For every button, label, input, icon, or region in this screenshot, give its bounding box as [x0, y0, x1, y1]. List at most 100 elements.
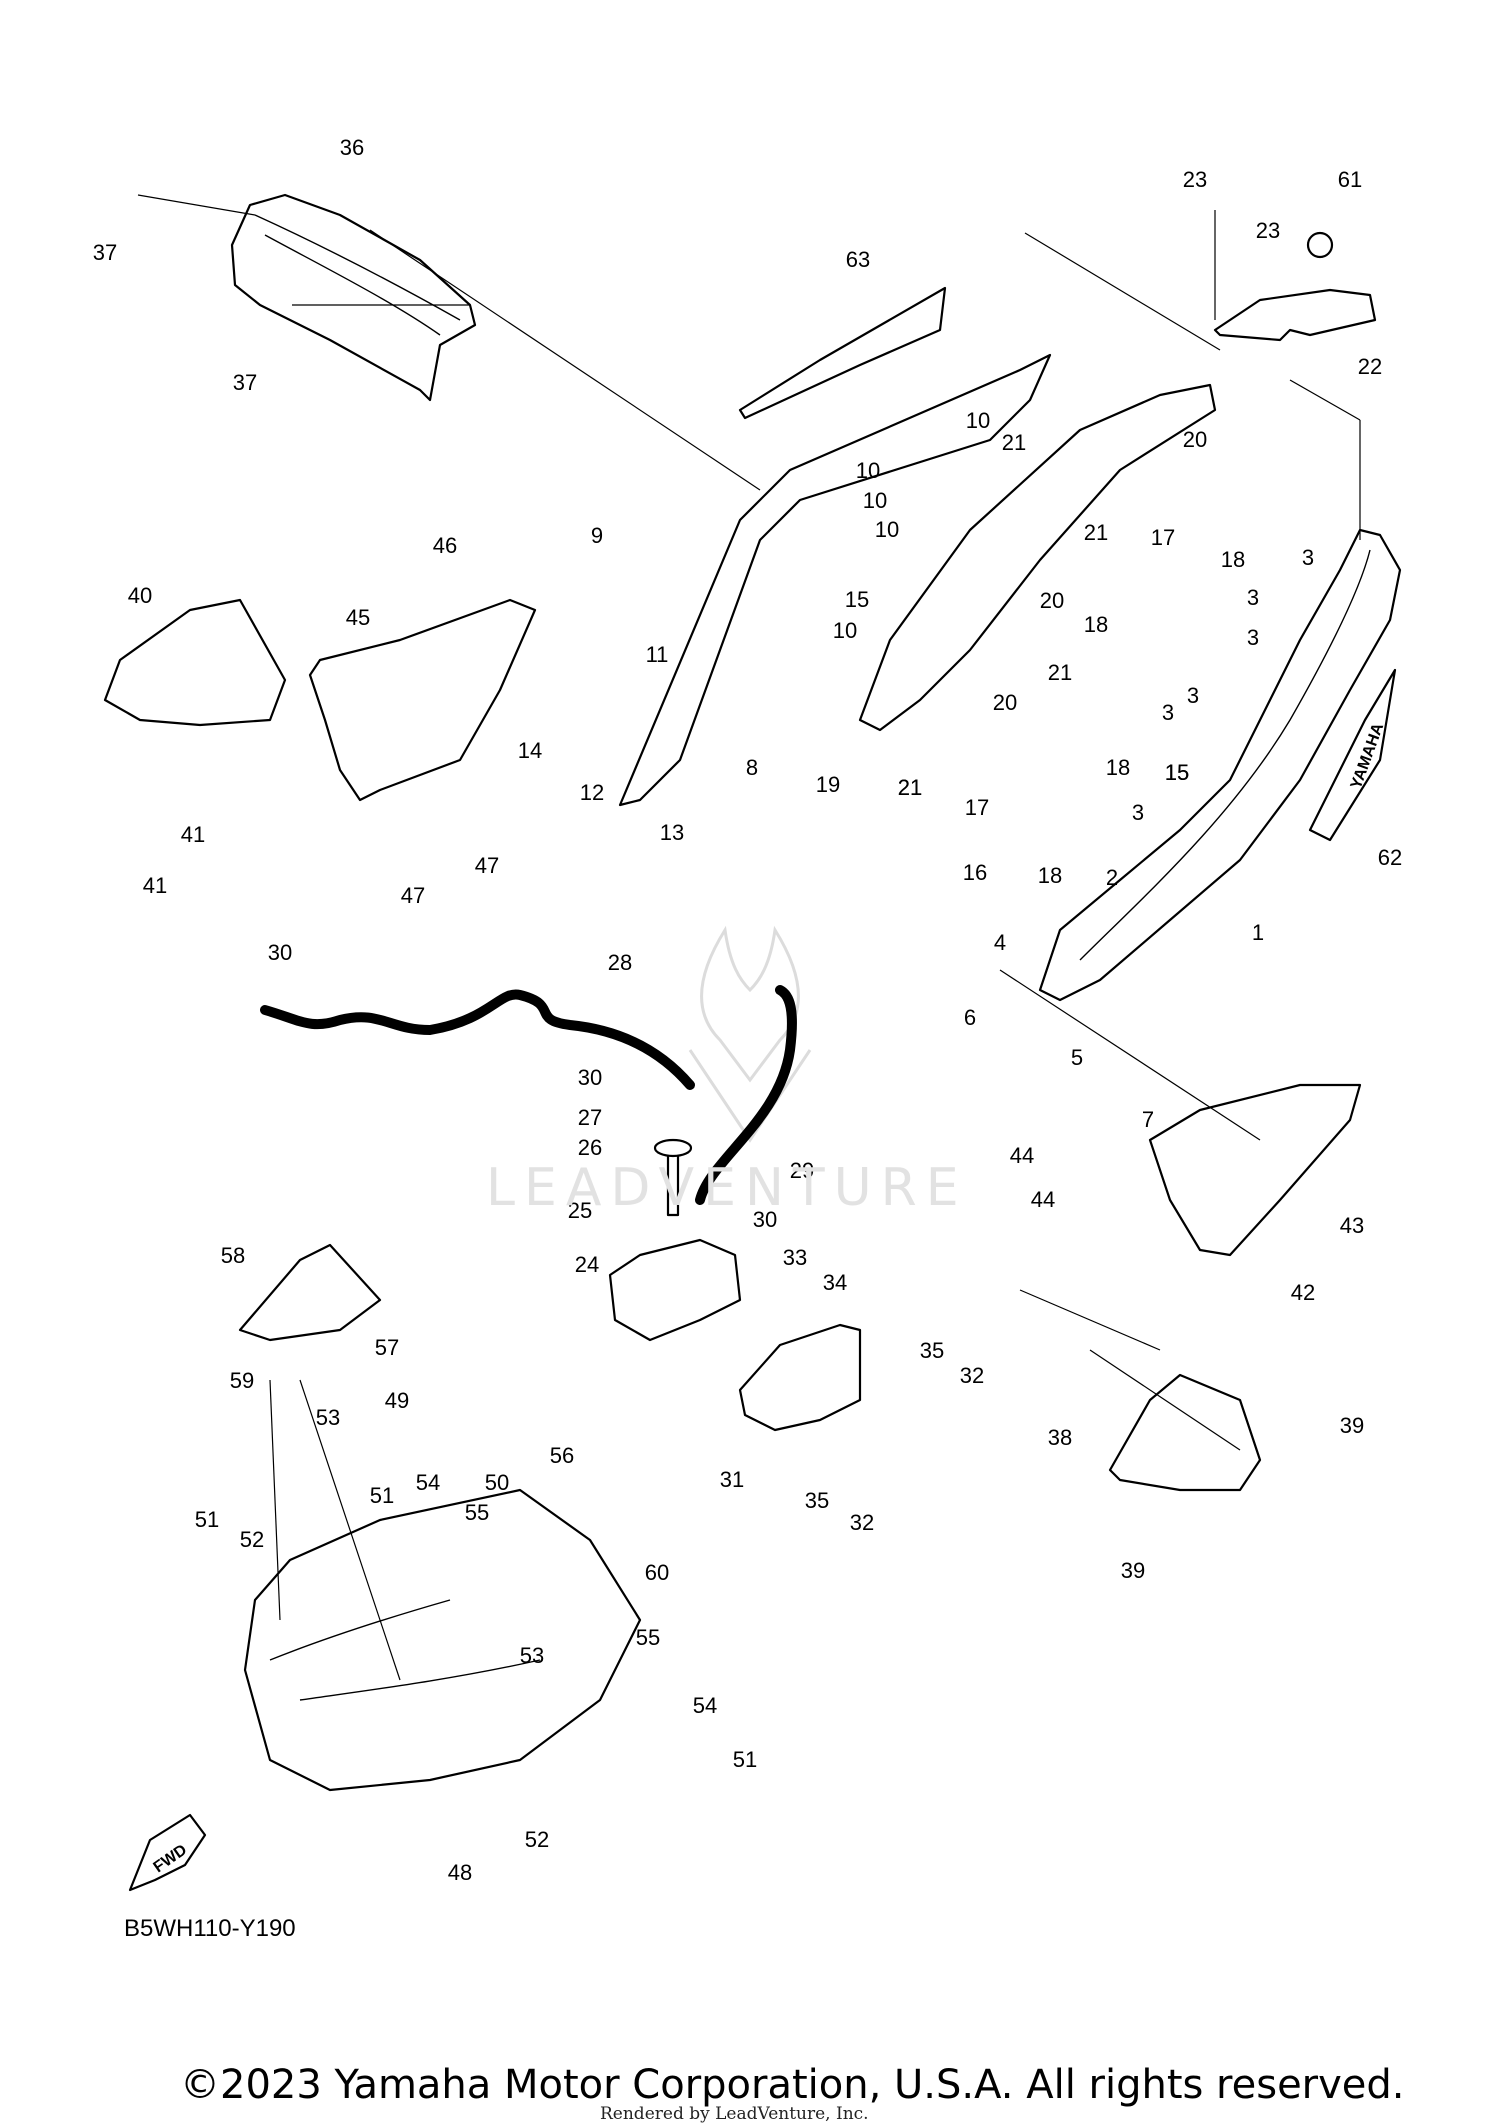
- part-36-cover: [230, 193, 477, 402]
- callout-3: 3: [1162, 700, 1174, 725]
- callout-22: 22: [1358, 354, 1382, 379]
- callout-10: 10: [856, 458, 880, 483]
- callout-37: 37: [233, 370, 257, 395]
- callout-15: 15: [1165, 760, 1189, 785]
- callout-2: 2: [1106, 865, 1118, 890]
- callout-42: 42: [1291, 1280, 1315, 1305]
- callout-30: 30: [578, 1065, 602, 1090]
- callout-17: 17: [1151, 525, 1175, 550]
- callout-18: 18: [1038, 863, 1062, 888]
- leadventure-watermark-logo: [688, 925, 812, 1143]
- part-24-bracket: [608, 1238, 742, 1342]
- callout-labels: 1 2 3 3 3 3 3 3 4 5 6 7 8 9 10 10 10 10 …: [93, 135, 1402, 1885]
- callout-37: 37: [93, 240, 117, 265]
- part-40-bracket: [103, 598, 287, 727]
- callout-29: 29: [790, 1158, 814, 1183]
- callout-3: 3: [1247, 585, 1259, 610]
- callout-60: 60: [645, 1560, 669, 1585]
- callout-15: 15: [1165, 760, 1189, 785]
- callout-10: 10: [863, 488, 887, 513]
- callout-35: 35: [920, 1338, 944, 1363]
- callout-41: 41: [143, 873, 167, 898]
- callout-46: 46: [433, 533, 457, 558]
- part-29-hose: [695, 985, 797, 1205]
- callout-10: 10: [966, 408, 990, 433]
- callout-6: 6: [964, 1005, 976, 1030]
- callout-11: 11: [646, 642, 669, 667]
- callout-48: 48: [448, 1860, 472, 1885]
- callout-24: 24: [575, 1252, 599, 1277]
- part-19-inner-panel: [858, 383, 1217, 732]
- callout-47: 47: [475, 853, 499, 878]
- part-31-box: [738, 1323, 862, 1432]
- callout-54: 54: [693, 1693, 717, 1718]
- callout-54: 54: [416, 1470, 440, 1495]
- callout-27: 27: [578, 1105, 602, 1130]
- callout-26: 26: [578, 1135, 602, 1160]
- callout-18: 18: [1084, 612, 1108, 637]
- callout-47: 47: [401, 883, 425, 908]
- callout-10: 10: [875, 517, 899, 542]
- part-22-grab: [1213, 288, 1377, 342]
- callout-16: 16: [963, 860, 987, 885]
- copyright-notice: ©2023 Yamaha Motor Corporation, U.S.A. A…: [180, 2062, 1405, 2108]
- callout-14: 14: [518, 738, 542, 763]
- callout-53: 53: [520, 1643, 544, 1668]
- part-38-side-piece: [1108, 1373, 1262, 1492]
- callout-25: 25: [568, 1198, 592, 1223]
- callout-59: 59: [230, 1368, 254, 1393]
- callout-56: 56: [550, 1443, 574, 1468]
- part-58-windscreen: [238, 1243, 382, 1342]
- callout-15: 15: [845, 587, 869, 612]
- callout-51: 51: [370, 1483, 394, 1508]
- callout-9: 9: [591, 523, 603, 548]
- callout-51: 51: [733, 1747, 757, 1772]
- callout-30: 30: [268, 940, 292, 965]
- callout-21: 21: [898, 775, 922, 800]
- part-1-side-cowl: [1038, 528, 1402, 1002]
- diagram-code: B5WH110-Y190: [124, 1915, 296, 1942]
- callout-44: 44: [1010, 1143, 1034, 1168]
- part-62-decal: [1308, 668, 1397, 842]
- callout-17: 17: [965, 795, 989, 820]
- callout-18: 18: [1106, 755, 1130, 780]
- callout-20: 20: [1183, 427, 1207, 452]
- callout-62: 62: [1378, 845, 1402, 870]
- callout-39: 39: [1121, 1558, 1145, 1583]
- callout-4: 4: [994, 930, 1006, 955]
- callout-55: 55: [465, 1500, 489, 1525]
- callout-28: 28: [608, 950, 632, 975]
- callout-18: 18: [1221, 547, 1245, 572]
- callout-31: 31: [720, 1467, 744, 1492]
- callout-21: 21: [1084, 520, 1108, 545]
- callout-35: 35: [805, 1488, 829, 1513]
- callout-13: 13: [660, 820, 684, 845]
- callout-58: 58: [221, 1243, 245, 1268]
- part-48-front-cowl: [243, 1488, 642, 1792]
- callout-63: 63: [846, 247, 870, 272]
- callout-20: 20: [1040, 588, 1064, 613]
- part-45-panel: [308, 598, 537, 802]
- callout-43: 43: [1340, 1213, 1364, 1238]
- callout-52: 52: [525, 1827, 549, 1852]
- callout-39: 39: [1340, 1413, 1364, 1438]
- callout-23: 23: [1183, 167, 1207, 192]
- callout-5: 5: [1071, 1045, 1083, 1070]
- callout-32: 32: [960, 1363, 984, 1388]
- part-42-lower-panel: [1148, 1083, 1362, 1257]
- callout-53: 53: [316, 1405, 340, 1430]
- callout-49: 49: [385, 1388, 409, 1413]
- part-28-hose: [260, 989, 695, 1090]
- callout-7: 7: [1142, 1107, 1154, 1132]
- callout-3: 3: [1302, 545, 1314, 570]
- callout-51: 51: [195, 1507, 219, 1532]
- callout-33: 33: [783, 1245, 807, 1270]
- callout-12: 12: [580, 780, 604, 805]
- callout-20: 20: [993, 690, 1017, 715]
- callout-50: 50: [485, 1470, 509, 1495]
- leader-lines: [137, 194, 1361, 1681]
- part-8-rail: [618, 353, 1052, 807]
- part-63-decal: [738, 286, 947, 420]
- callout-32: 32: [850, 1510, 874, 1535]
- callout-23: 23: [1256, 218, 1280, 243]
